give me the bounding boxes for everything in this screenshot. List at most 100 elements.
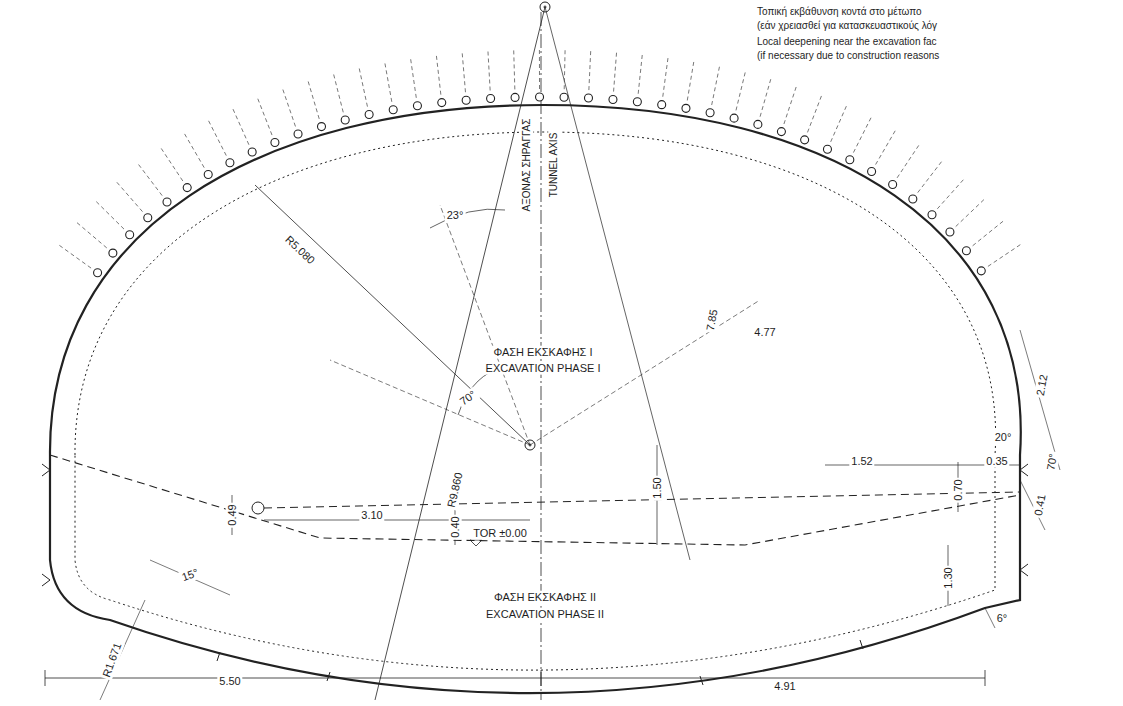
dimension-label: 3.10: [359, 509, 384, 522]
rock-bolt: [784, 84, 797, 124]
level-label: TOR ±0.00: [471, 527, 529, 540]
spile: [633, 98, 641, 106]
dimension-tick: [985, 670, 986, 686]
rock-bolt: [257, 96, 272, 135]
angle-label: 6°: [995, 612, 1010, 625]
spile: [317, 123, 325, 131]
dimension-label: 1.30: [942, 565, 955, 590]
spile: [462, 96, 470, 104]
spile: [889, 181, 897, 189]
rock-bolt: [462, 50, 466, 92]
dimension-line: [1020, 330, 1060, 470]
dimension-label: 0.41: [1032, 491, 1049, 518]
rock-bolt: [564, 47, 566, 89]
spile: [658, 101, 666, 109]
dimension-label: 1.50: [651, 475, 664, 500]
rock-bolt: [539, 47, 540, 89]
phase-label: EXCAVATION PHASE II: [484, 608, 606, 621]
dimension-label: 7.85: [704, 306, 721, 333]
phase-boundary: [50, 455, 1020, 545]
rock-bolt: [589, 48, 591, 90]
spile: [413, 102, 421, 110]
dimension-label: 4.91: [772, 680, 797, 693]
rock-bolt: [988, 243, 1023, 266]
girder-mark: [42, 464, 1028, 685]
rock-bolt: [307, 79, 319, 119]
tor-marker: [470, 540, 482, 546]
spile: [294, 130, 302, 138]
phase-boundary: [264, 492, 1020, 508]
spile: [730, 114, 738, 122]
note-text: (if necessary due to construction reason…: [755, 50, 941, 62]
excavation-outline: [50, 105, 1021, 693]
rock-bolt: [115, 180, 143, 212]
spile: [706, 109, 714, 117]
angle-label: 15°: [178, 566, 202, 585]
tunnel-lines: [42, 2, 1060, 700]
phase-label: EXCAVATION PHASE I: [484, 362, 603, 375]
spile: [271, 139, 279, 147]
spile: [341, 116, 349, 124]
spile: [584, 94, 592, 102]
spile: [868, 167, 876, 175]
rock-bolt: [614, 50, 617, 92]
radius-line: [255, 185, 530, 445]
spile: [183, 184, 191, 192]
rock-bolt: [937, 178, 965, 209]
dimension-tick: [541, 670, 542, 686]
spile: [846, 156, 854, 164]
rock-bolt: [410, 56, 416, 98]
phase-label: ΦΑΣΗ ΕΚΣΚΑΦΗΣ II: [492, 591, 598, 604]
arch-guide: [50, 105, 1021, 455]
angle-arc: [430, 209, 505, 228]
axis-label: ΑΞΟΝΑΣ ΣΗΡΑΓΓΑΣ: [521, 117, 533, 214]
rock-bolt: [160, 146, 183, 181]
note-text: Τοπική εκβάθυνση κοντά στο μέτωπο: [755, 6, 924, 18]
leader-line: [985, 608, 995, 628]
rock-bolt: [359, 66, 368, 107]
rock-bolt: [973, 219, 1006, 245]
dimension-line: [264, 520, 530, 521]
spile: [109, 249, 117, 257]
spile: [204, 171, 212, 179]
spile: [928, 211, 936, 219]
rock-bolt: [137, 162, 162, 195]
spile: [560, 93, 568, 101]
dimension-label: 0.70: [952, 477, 965, 502]
radius-label: R1.671: [99, 639, 124, 680]
rock-bolt: [876, 128, 897, 164]
dimension-line: [45, 678, 985, 679]
angle-label: 23°: [445, 209, 466, 222]
rock-bolt: [75, 221, 107, 248]
spile: [962, 247, 970, 255]
spile: [777, 128, 785, 136]
rock-bolt: [384, 60, 391, 101]
radius-line: [545, 7, 690, 560]
angle-label: 70°: [456, 387, 480, 409]
spile: [823, 145, 831, 153]
spile: [144, 214, 152, 222]
spile: [163, 198, 171, 206]
dimension-label: 0.35: [984, 455, 1009, 468]
rock-bolt: [333, 72, 343, 113]
spile: [511, 93, 519, 101]
dimension-label: 1.52: [849, 455, 874, 468]
spile: [126, 231, 134, 239]
rock-bolt: [207, 118, 226, 155]
rock-bolt: [736, 70, 746, 111]
dimension-label: 2.12: [1034, 371, 1051, 398]
axis-label: TUNNEL AXIS: [548, 131, 560, 200]
centre-marker: [544, 6, 546, 8]
rock-bolt: [514, 47, 515, 89]
angle-label: 20°: [993, 431, 1014, 444]
spile: [754, 120, 762, 128]
rock-bolt: [918, 159, 944, 192]
centre-marker: [525, 440, 535, 450]
spile: [909, 195, 917, 203]
phase-label: ΦΑΣΗ ΕΚΣΚΑΦΗΣ I: [491, 346, 594, 359]
spile: [248, 148, 256, 156]
spile: [487, 94, 495, 102]
dimension-label: 5.50: [217, 675, 242, 688]
centre-marker: [529, 444, 531, 446]
spile: [977, 267, 985, 275]
